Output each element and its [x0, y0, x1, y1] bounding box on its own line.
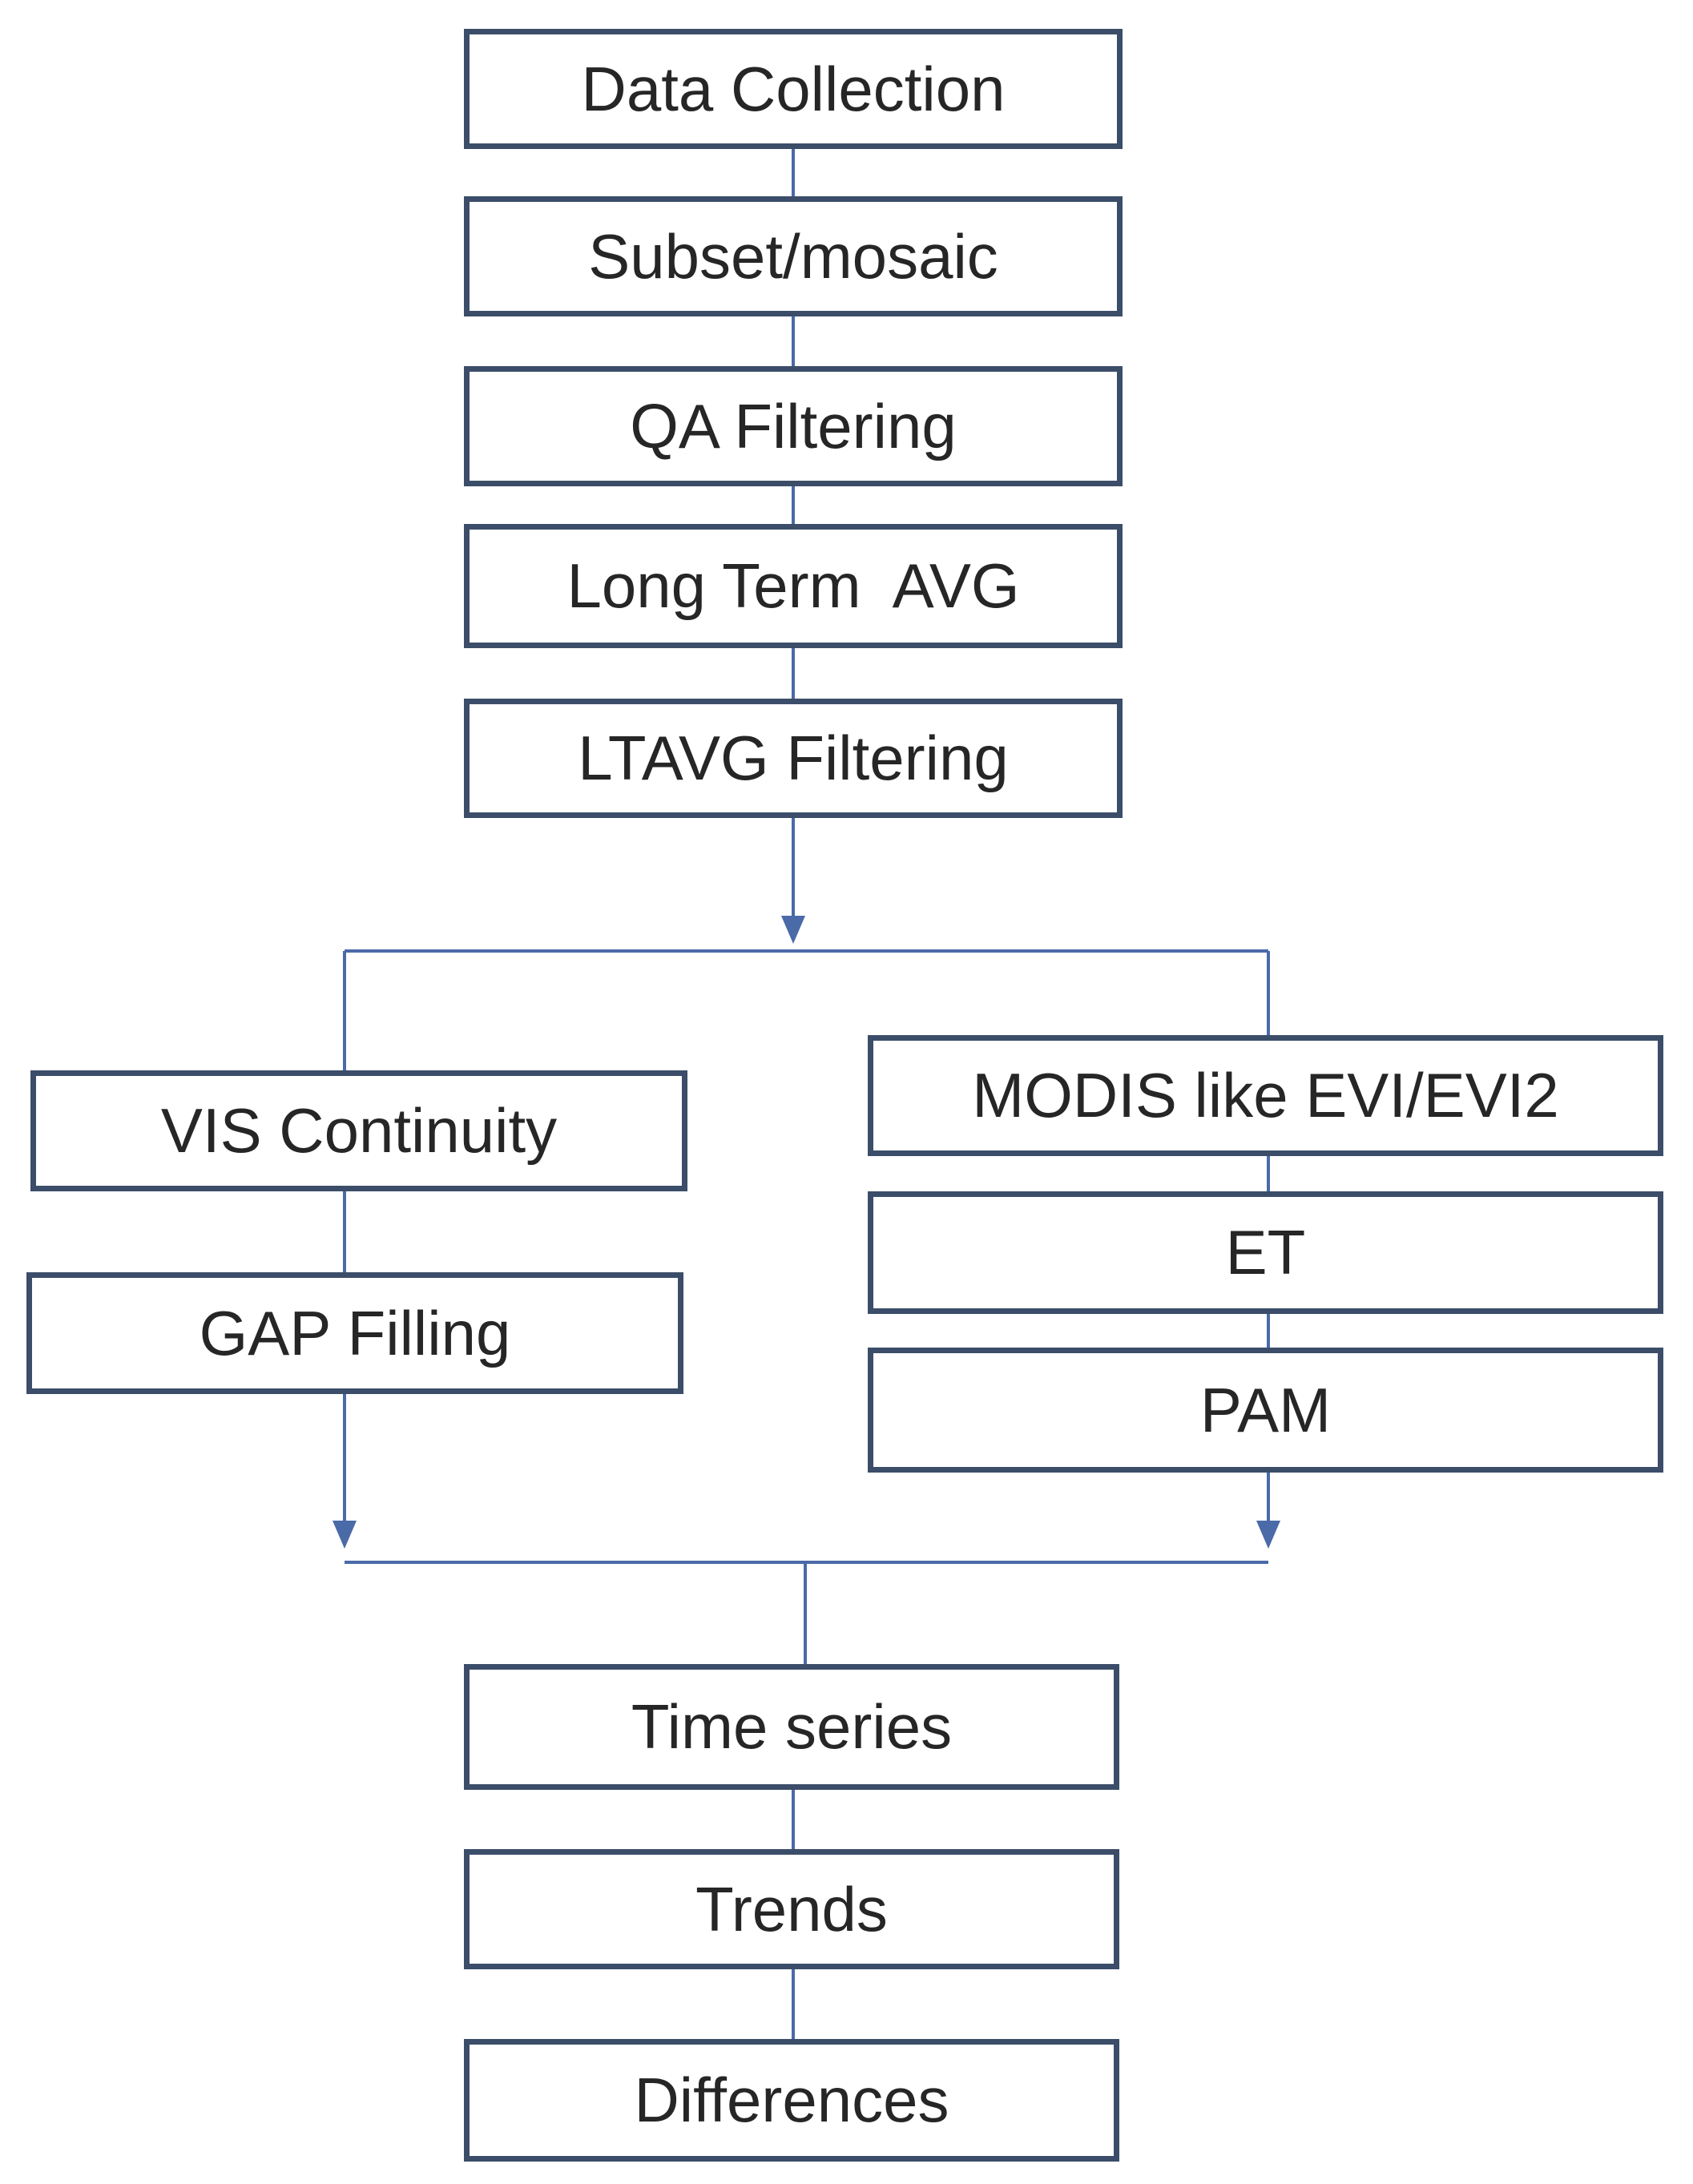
step-ltavg-filtering: LTAVG Filtering: [464, 699, 1123, 818]
step-data-collection: Data Collection: [464, 29, 1123, 149]
arrowhead-split: [781, 916, 805, 944]
arrowhead-left-merge: [333, 1521, 357, 1549]
step-gap-filling: GAP Filling: [26, 1272, 683, 1394]
step-et: ET: [868, 1191, 1663, 1314]
step-vis-continuity: VIS Continuity: [30, 1070, 687, 1191]
step-subset-mosaic: Subset/mosaic: [464, 196, 1123, 316]
arrowhead-right-merge: [1256, 1521, 1280, 1549]
step-trends-label: Trends: [695, 1873, 888, 1944]
step-long-term-avg-label: Long Term AVG: [566, 550, 1020, 621]
step-subset-mosaic-label: Subset/mosaic: [588, 220, 998, 292]
step-qa-filtering-label: QA Filtering: [630, 390, 957, 461]
step-qa-filtering: QA Filtering: [464, 366, 1123, 486]
step-trends: Trends: [464, 1849, 1119, 1969]
step-ltavg-filtering-label: LTAVG Filtering: [578, 723, 1009, 793]
step-modis-like-label: MODIS like EVI/EVI2: [972, 1060, 1559, 1130]
step-et-label: ET: [1225, 1217, 1306, 1287]
step-time-series-label: Time series: [631, 1691, 953, 1762]
step-differences-label: Differences: [634, 2065, 949, 2135]
step-pam-label: PAM: [1199, 1374, 1332, 1445]
step-data-collection-label: Data Collection: [581, 53, 1006, 124]
step-modis-like: MODIS like EVI/EVI2: [868, 1035, 1663, 1156]
step-long-term-avg: Long Term AVG: [464, 524, 1123, 648]
step-differences: Differences: [464, 2039, 1119, 2162]
step-time-series: Time series: [464, 1664, 1119, 1790]
step-vis-continuity-label: VIS Continuity: [160, 1095, 558, 1166]
step-pam: PAM: [868, 1348, 1663, 1473]
step-gap-filling-label: GAP Filling: [199, 1297, 511, 1368]
